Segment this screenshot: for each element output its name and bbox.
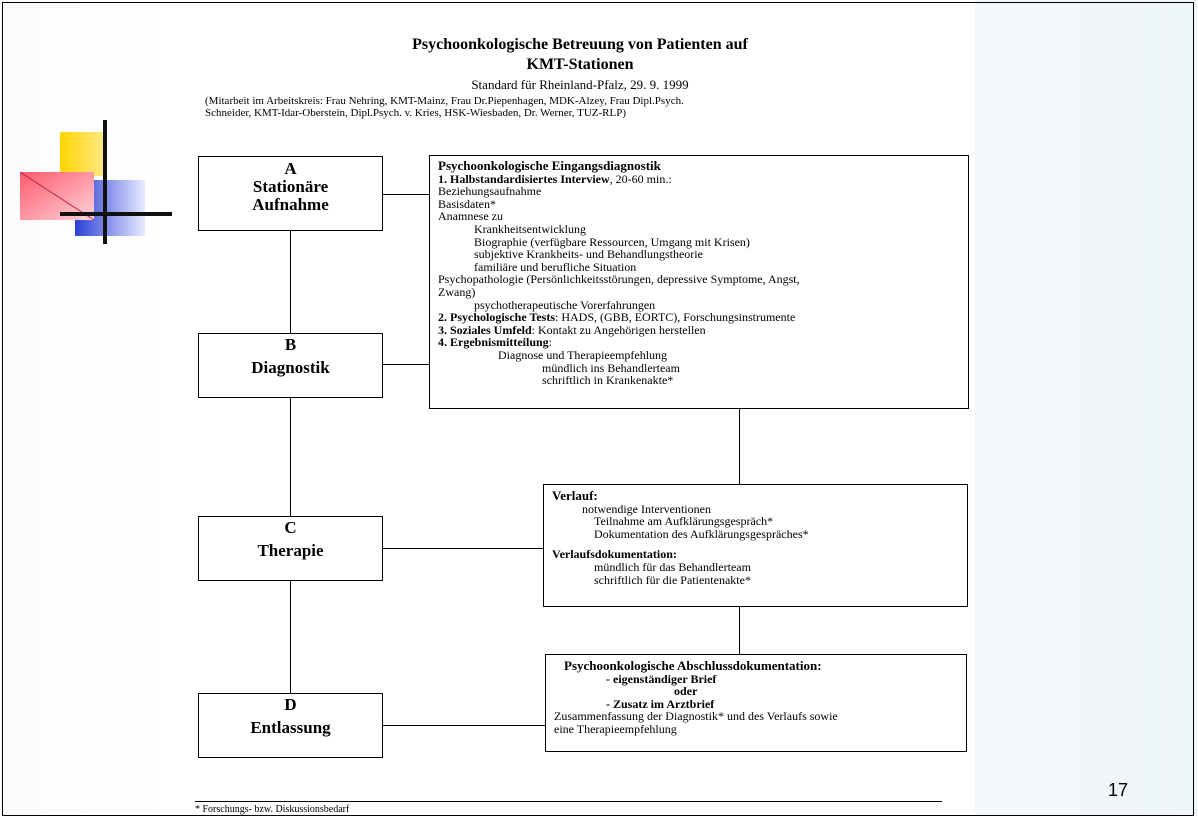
stage-c-box: C Therapie: [198, 516, 383, 581]
stage-b-letter: B: [284, 335, 297, 354]
diag-vorerfahrung: psychotherapeutische Vorerfahrungen: [474, 297, 656, 312]
diag-item-2: 2. Psychologische Tests: HADS, (GBB, EOR…: [438, 310, 796, 325]
stage-b-label: Diagnostik: [251, 358, 330, 377]
therapy-verlauf-heading: Verlauf:: [552, 488, 598, 503]
diag-anamnese: Anamnese zu: [438, 209, 503, 224]
diag-subjektiv: subjektive Krankheits- und Behandlungsth…: [474, 247, 703, 262]
diag-item-3: 3. Soziales Umfeld: Kontakt zu Angehörig…: [438, 322, 706, 337]
page-number: 17: [1108, 780, 1129, 800]
connector-a-b: [290, 230, 291, 334]
stage-c-letter: C: [284, 518, 297, 537]
diagnostics-heading: Psychoonkologische Eingangsdiagnostik: [438, 158, 661, 173]
diag-schriftlich: schriftlich in Krankenakte*: [542, 373, 674, 388]
diag-diagnose: Diagnose und Therapieempfehlung: [498, 347, 668, 362]
therapy-v1: notwendige Interventionen: [582, 501, 711, 516]
connector-c-therapy: [382, 548, 543, 549]
therapy-doc-heading: Verlaufsdokumentation:: [552, 547, 677, 562]
diag-basisdaten: Basisdaten*: [438, 196, 496, 211]
stage-a-label-line2: Aufnahme: [252, 195, 329, 214]
diag-psychopath: Psychopathologie (Persönlichkeitsstörung…: [438, 272, 800, 287]
diag-beziehung: Beziehungsaufnahme: [438, 184, 542, 199]
stage-a-letter: A: [284, 159, 297, 178]
discharge-box: Psychoonkologische Abschlussdokumentatio…: [545, 654, 967, 752]
stage-d-letter: D: [284, 695, 297, 714]
stage-c-label: Therapie: [257, 541, 324, 560]
stage-a-label-line1: Stationäre: [252, 177, 329, 196]
diag-biographie: Biographie (verfügbare Ressourcen, Umgan…: [474, 234, 750, 249]
therapy-v2: Teilnahme am Aufklärungsgespräch*: [594, 514, 774, 529]
discharge-heading: Psychoonkologische Abschlussdokumentatio…: [564, 658, 822, 673]
therapy-d2: schriftlich für die Patientenakte*: [594, 572, 751, 587]
discharge-opt2: - Zusatz im Arztbrief: [606, 696, 715, 711]
therapy-d1: mündlich für das Behandlerteam: [594, 559, 751, 574]
diagnostics-box: Psychoonkologische Eingangsdiagnostik 1.…: [429, 155, 969, 409]
standard-subtitle: Standard für Rheinland-Pfalz, 29. 9. 199…: [471, 77, 689, 92]
diag-familie: familiäre und berufliche Situation: [474, 259, 637, 274]
stage-d-label: Entlassung: [250, 718, 331, 737]
connector-b-diag: [382, 364, 429, 365]
document-title-line2: KMT-Stationen: [526, 56, 634, 73]
footer-note: * Forschungs- bzw. Diskussionsbedarf: [195, 804, 350, 815]
connector-b-c: [290, 397, 291, 517]
collaborators-line2: Schneider, KMT-Idar-Oberstein, Dipl.Psyc…: [205, 107, 626, 119]
connector-d-discharge: [382, 725, 545, 726]
collaborators-line1: (Mitarbeit im Arbeitskreis: Frau Nehring…: [205, 95, 684, 107]
stage-a-box: A Stationäre Aufnahme: [198, 156, 383, 231]
discharge-oder: oder: [674, 684, 698, 699]
diag-item-4: 4. Ergebnismitteilung:: [438, 335, 553, 350]
discharge-summary-line1: Zusammenfassung der Diagnostik* und des …: [554, 709, 838, 724]
right-background-panel: [975, 0, 1197, 816]
connector-diag-therapy: [739, 408, 740, 484]
footer-rule: [195, 801, 942, 802]
diag-item-1: 1. Halbstandardisiertes Interview, 20-60…: [438, 171, 672, 186]
therapy-v3: Dokumentation des Aufklärungsgespräches*: [594, 526, 809, 541]
document-title: Psychoonkologische Betreuung von Patient…: [412, 36, 748, 53]
diag-muendlich: mündlich ins Behandlerteam: [542, 360, 680, 375]
stage-b-box: B Diagnostik: [198, 333, 383, 398]
slide-logo-icon: [20, 120, 172, 244]
diag-zwang: Zwang): [438, 284, 476, 299]
connector-a-diag: [382, 194, 429, 195]
connector-c-d: [290, 580, 291, 694]
discharge-summary-line2: eine Therapieempfehlung: [554, 721, 677, 736]
therapy-box: Verlauf: notwendige Interventionen Teiln…: [543, 484, 968, 607]
diag-krankheit: Krankheitsentwicklung: [474, 221, 586, 236]
discharge-opt1: - eigenständiger Brief: [606, 671, 717, 686]
connector-therapy-discharge: [739, 606, 740, 655]
stage-d-box: D Entlassung: [198, 693, 383, 758]
